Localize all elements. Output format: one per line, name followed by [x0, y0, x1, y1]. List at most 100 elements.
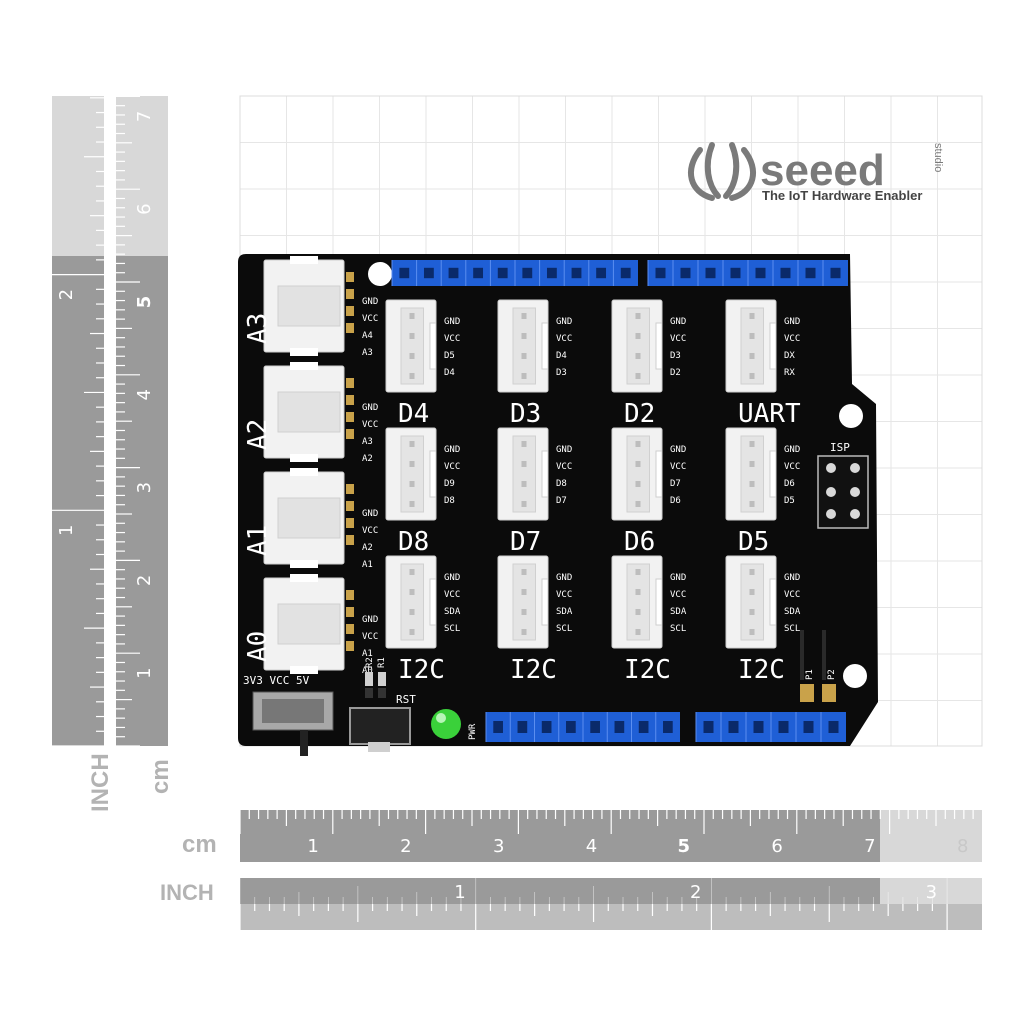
cm-tick-label: 4	[134, 389, 155, 400]
cm-tick-label: 2	[134, 575, 155, 586]
bottom-inch-unit: INCH	[160, 880, 214, 905]
power-led: PWR	[431, 709, 478, 740]
port-label: I2C	[398, 655, 445, 685]
left-cm-unit: cm	[147, 759, 174, 794]
cm-tick-label: 1	[307, 836, 318, 857]
top-header-right	[647, 260, 848, 286]
resistors: R2 R1	[365, 657, 387, 698]
pin-label: D6	[784, 479, 795, 489]
pin-label: D5	[444, 351, 455, 361]
pin-label: VCC	[670, 334, 686, 344]
port-label: A3	[243, 313, 273, 344]
svg-text:P1: P1	[805, 669, 815, 680]
pin-label: GND	[444, 573, 460, 583]
pin-label: VCC	[444, 462, 460, 472]
inch-tick-label: 2	[56, 289, 77, 300]
pin-label: GND	[784, 317, 800, 327]
pin-label: D7	[670, 479, 681, 489]
bottom-cm-unit: cm	[182, 831, 217, 858]
cm-tick-label: 3	[134, 482, 155, 493]
pin-label: D7	[556, 496, 567, 506]
pin-label: VCC	[784, 334, 800, 344]
pin-label: A3	[362, 348, 373, 358]
pin-label: D4	[444, 368, 455, 378]
port-label: A0	[243, 631, 273, 662]
left-inch-unit: INCH	[87, 753, 114, 812]
port-label: D2	[624, 399, 655, 429]
bottom-header-right	[695, 712, 846, 742]
pin-label: A4	[362, 331, 373, 341]
brand-studio: studio	[932, 143, 944, 172]
pin-label: VCC	[362, 314, 378, 324]
brand-tagline: The IoT Hardware Enabler	[762, 188, 922, 203]
mounting-hole	[839, 404, 863, 428]
svg-text:R2: R2	[365, 657, 375, 668]
cm-tick-label: 7	[134, 111, 155, 122]
pin-label: GND	[362, 615, 378, 625]
pin-label: SDA	[444, 607, 461, 617]
pin-label: SCL	[670, 624, 686, 634]
pin-label: SCL	[556, 624, 572, 634]
pin-label: D6	[670, 496, 681, 506]
cm-tick-label: 3	[493, 836, 504, 857]
pin-label: RX	[784, 368, 795, 378]
pin-label: GND	[556, 317, 572, 327]
pin-label: DX	[784, 351, 795, 361]
pin-label: GND	[444, 317, 460, 327]
pads: P1 P2	[800, 630, 837, 702]
mounting-hole	[843, 664, 867, 688]
pin-label: VCC	[670, 462, 686, 472]
pin-label: GND	[670, 445, 686, 455]
pin-label: A1	[362, 649, 373, 659]
isp-header: ISP	[817, 441, 869, 529]
cm-tick-label: 8	[957, 836, 968, 857]
pin-label: A1	[362, 560, 373, 570]
pin-label: A3	[362, 437, 373, 447]
reset-label: RST	[396, 693, 416, 706]
pin-label: SCL	[784, 624, 800, 634]
pin-label: VCC	[784, 590, 800, 600]
port-label: I2C	[624, 655, 671, 685]
cm-tick-label: 5	[677, 836, 690, 857]
inch-tick-label: 1	[56, 525, 77, 536]
port-label: D8	[398, 527, 429, 557]
pin-label: SDA	[670, 607, 687, 617]
pin-label: D3	[556, 368, 567, 378]
port-label: D3	[510, 399, 541, 429]
pin-label: GND	[556, 573, 572, 583]
pin-label: GND	[444, 445, 460, 455]
isp-label: ISP	[830, 441, 850, 454]
port-label: I2C	[738, 655, 785, 685]
reset-button: RST	[349, 693, 416, 752]
port-label: D6	[624, 527, 655, 557]
pin-label: VCC	[556, 334, 572, 344]
seeed-logo: seeed studio The IoT Hardware Enabler	[688, 142, 944, 203]
pin-label: VCC	[556, 590, 572, 600]
cm-tick-label: 4	[586, 836, 597, 857]
pin-label: GND	[362, 403, 378, 413]
pin-label: GND	[784, 573, 800, 583]
cm-tick-label: 1	[134, 667, 155, 678]
port-label: A1	[243, 525, 273, 556]
port-label: D4	[398, 399, 429, 429]
port-label: I2C	[510, 655, 557, 685]
cm-tick-label: 5	[134, 296, 155, 309]
pin-label: A2	[362, 543, 373, 553]
pin-label: D3	[670, 351, 681, 361]
pin-label: D2	[670, 368, 681, 378]
power-label: PWR	[468, 723, 478, 740]
pin-label: D9	[444, 479, 455, 489]
